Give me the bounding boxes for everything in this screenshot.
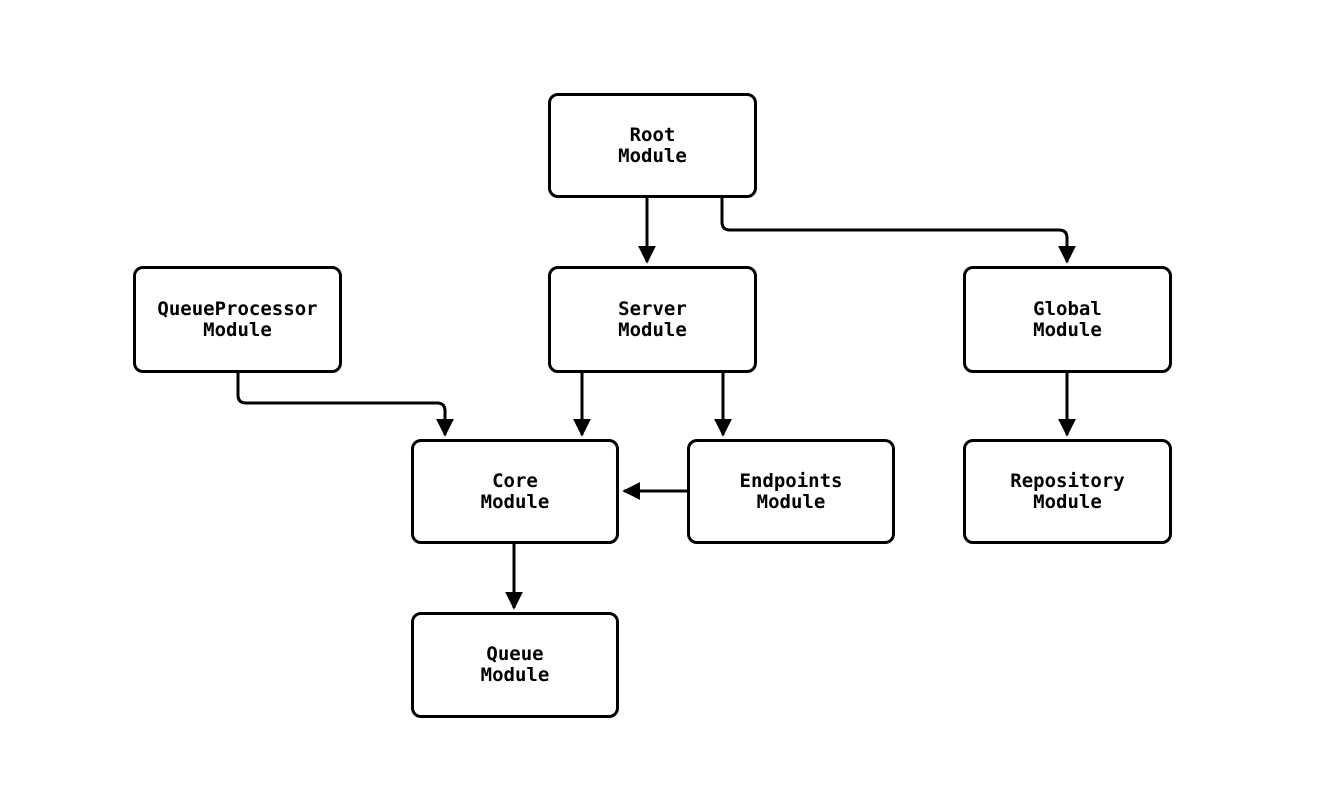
node-core-module: Core Module [411, 439, 619, 544]
node-core-module-label: Core Module [480, 469, 550, 513]
edge-root-to-global [720, 198, 1076, 264]
node-global-module-label: Global Module [1033, 297, 1102, 341]
node-queue-module-label: Queue Module [480, 643, 550, 686]
node-queue-module: Queue Module [411, 612, 619, 718]
node-server-module: Server Module [548, 266, 757, 373]
edge-queueprocessor-to-core [236, 373, 454, 437]
node-queueprocessor-module-label: QueueProcessor Module [157, 297, 318, 341]
node-root-module-label: Root Module [618, 123, 687, 167]
node-root-module: Root Module [548, 93, 757, 198]
node-repository-module: Repository Module [963, 439, 1172, 544]
node-server-module-label: Server Module [618, 297, 687, 341]
node-queueprocessor-module: QueueProcessor Module [133, 266, 342, 373]
node-repository-module-label: Repository Module [1010, 469, 1125, 513]
node-endpoints-module-label: Endpoints Module [739, 469, 843, 513]
node-endpoints-module: Endpoints Module [687, 439, 895, 544]
node-global-module: Global Module [963, 266, 1172, 373]
